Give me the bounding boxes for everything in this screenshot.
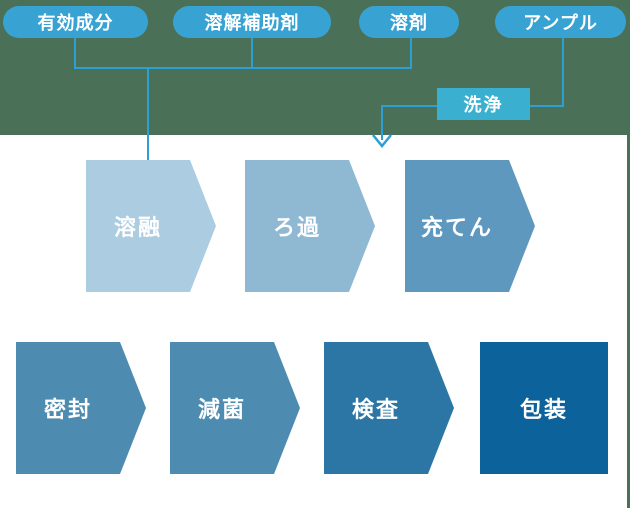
step-dissolution: 溶融	[86, 160, 216, 292]
connector-wash-out	[381, 105, 437, 107]
step-label: ろ過	[272, 215, 321, 240]
connector-solubilizer-drop	[251, 38, 253, 69]
step-inspection: 検査	[324, 342, 454, 474]
source-label: アンプル	[523, 13, 598, 33]
wash-step-box: 洗浄	[437, 88, 530, 120]
step-label: 検査	[351, 397, 400, 422]
connector-ampoule-drop	[562, 38, 564, 107]
right-edge-stripe	[627, 135, 630, 508]
connector-ampoule-to-wash	[530, 105, 564, 107]
step-label: 充てん	[420, 215, 493, 240]
step-label: 溶融	[113, 215, 162, 240]
source-solvent: 溶剤	[359, 6, 459, 38]
connector-active-ingredient-drop	[74, 38, 76, 69]
step-sealing: 密封	[16, 342, 146, 474]
source-active-ingredient: 有効成分	[3, 6, 148, 38]
source-label: 有効成分	[37, 13, 114, 33]
down-arrow-icon	[372, 134, 392, 148]
step-label: 密封	[43, 397, 92, 422]
connector-to-filling	[381, 105, 383, 140]
step-label: 減菌	[197, 397, 246, 422]
source-label: 溶剤	[390, 13, 428, 33]
source-label: 溶解補助剤	[204, 13, 300, 33]
wash-label: 洗浄	[463, 95, 504, 115]
step-sterilization: 減菌	[170, 342, 300, 474]
connector-to-dissolution	[147, 67, 149, 160]
connector-solvent-drop	[410, 38, 412, 69]
source-ampoule: アンプル	[495, 6, 626, 38]
step-packaging: 包装	[480, 342, 608, 474]
source-solubilizer: 溶解補助剤	[173, 6, 331, 38]
connector-merge-horizontal	[74, 67, 412, 69]
step-label: 包装	[519, 397, 568, 422]
step-filling: 充てん	[405, 160, 535, 292]
step-filtration: ろ過	[245, 160, 375, 292]
